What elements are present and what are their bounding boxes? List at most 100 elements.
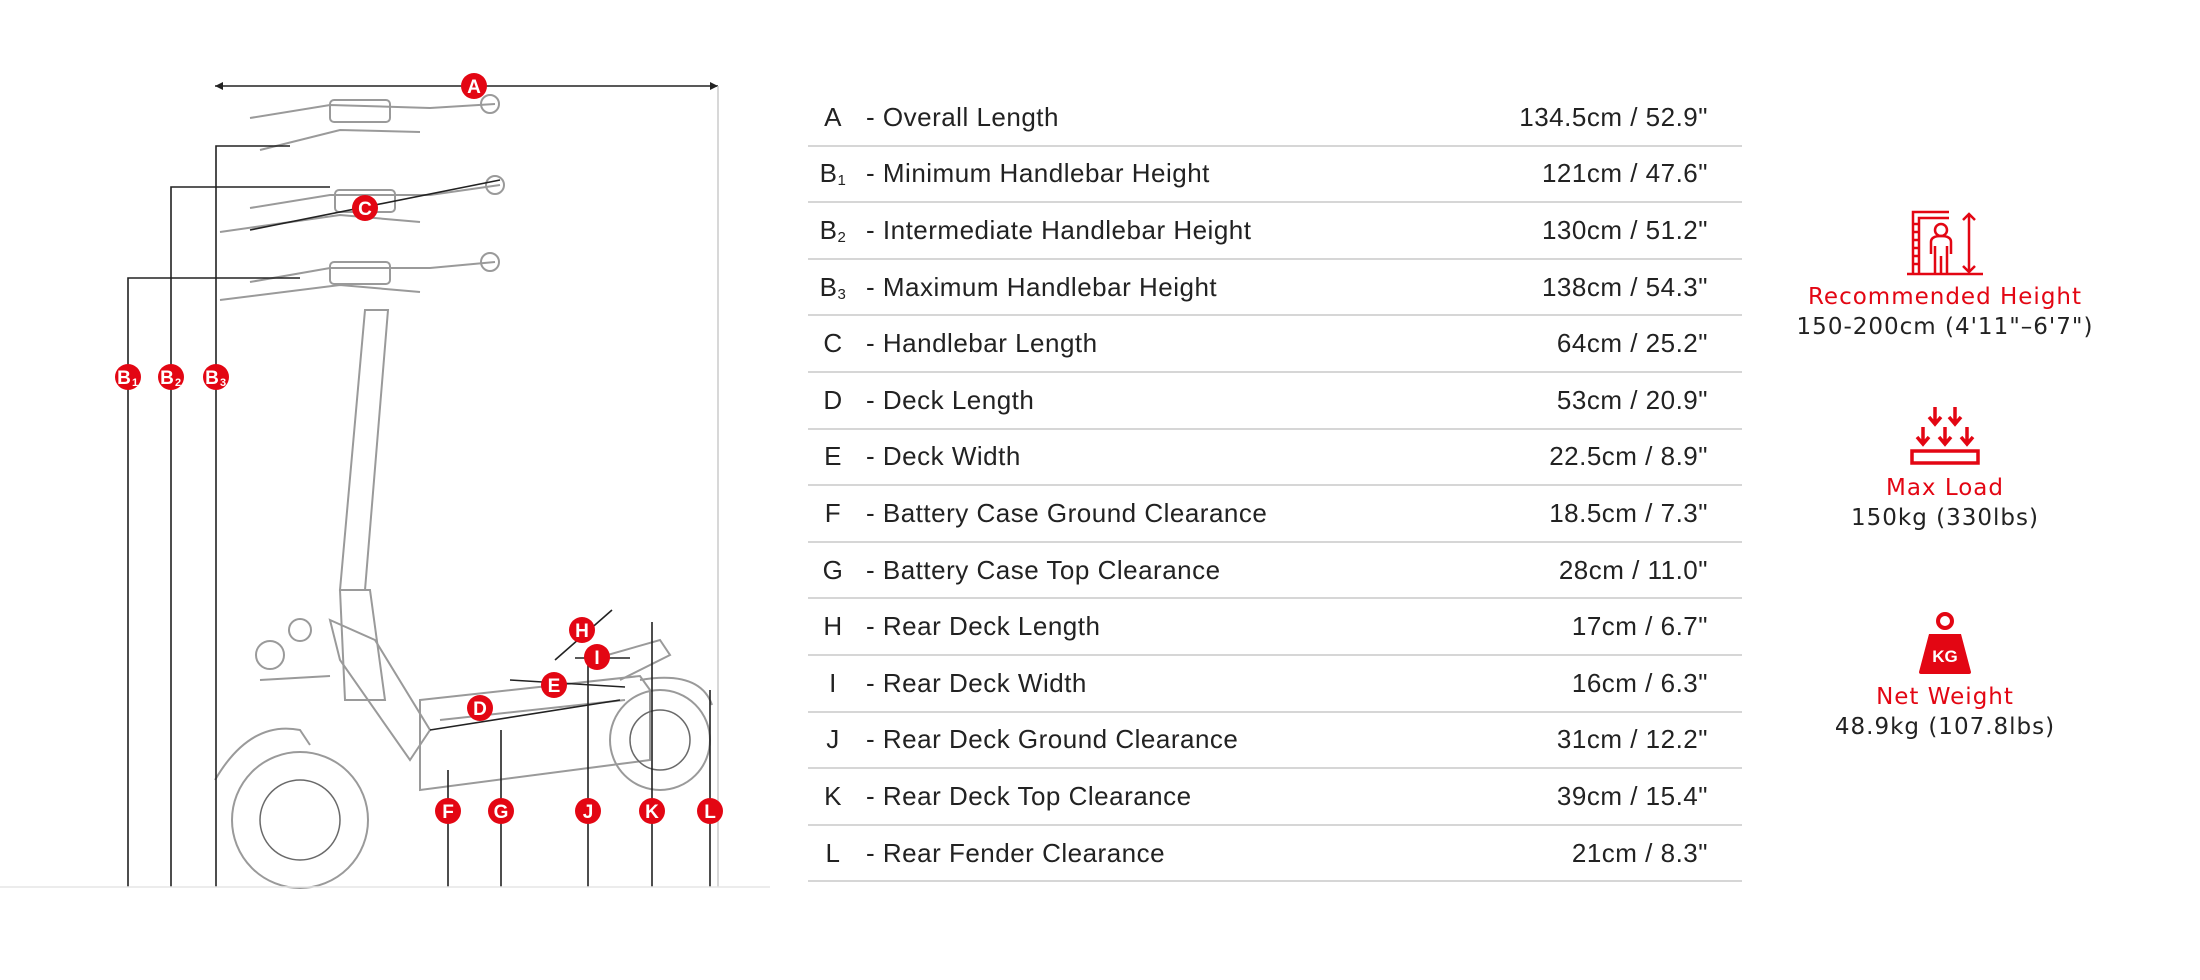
- svg-text:B: B: [117, 368, 131, 389]
- spec-code: B2: [819, 214, 847, 246]
- spec-code: I: [829, 667, 837, 698]
- spec-label: - Handlebar Length: [866, 328, 1098, 359]
- svg-text:3: 3: [220, 377, 226, 389]
- spec-code: J: [826, 724, 840, 755]
- spec-value: 21cm / 8.3": [1571, 837, 1708, 868]
- spec-value: 16cm / 6.3": [1571, 667, 1708, 698]
- marker-f: F: [435, 798, 461, 824]
- spec-row: B3 - Maximum Handlebar Height 138cm / 54.3…: [808, 260, 1742, 317]
- spec-row: J - Rear Deck Ground Clearance 31cm / 12.2…: [808, 713, 1742, 770]
- marker-g: G: [488, 798, 514, 824]
- marker-i: I: [584, 644, 610, 670]
- spec-code: D: [823, 384, 843, 415]
- feature-max-load: Max Load 150kg (330lbs): [1795, 405, 2095, 531]
- spec-label: - Rear Deck Top Clearance: [866, 780, 1192, 811]
- spec-value: 138cm / 54.3": [1541, 271, 1708, 302]
- spec-value: 39cm / 15.4": [1556, 780, 1708, 811]
- svg-text:H: H: [575, 621, 589, 642]
- spec-row: L - Rear Fender Clearance 21cm / 8.3": [808, 826, 1742, 883]
- spec-label: - Deck Length: [866, 384, 1035, 415]
- spec-code: B1: [819, 158, 847, 190]
- spec-label: - Overall Length: [866, 101, 1059, 132]
- spec-label: - Battery Case Top Clearance: [866, 554, 1221, 585]
- spec-value: 64cm / 25.2": [1556, 328, 1708, 359]
- spec-code: B3: [819, 271, 847, 303]
- spec-code: E: [824, 441, 842, 472]
- marker-k: K: [639, 798, 665, 824]
- svg-text:B: B: [160, 368, 174, 389]
- spec-label: - Rear Deck Length: [866, 611, 1101, 642]
- spec-code: A: [824, 101, 842, 132]
- marker-c: C: [352, 195, 378, 221]
- svg-text:2: 2: [175, 377, 181, 389]
- spec-code: G: [822, 554, 844, 585]
- spec-label: - Rear Deck Width: [866, 667, 1087, 698]
- spec-row: K - Rear Deck Top Clearance 39cm / 15.4": [808, 769, 1742, 826]
- dimension-lines: [0, 82, 770, 888]
- svg-text:B: B: [205, 368, 219, 389]
- spec-label: - Rear Deck Ground Clearance: [866, 724, 1239, 755]
- spec-code: F: [824, 497, 842, 528]
- spec-label: - Battery Case Ground Clearance: [866, 497, 1268, 528]
- spec-row: C - Handlebar Length 64cm / 25.2": [808, 316, 1742, 373]
- feature-title: Net Weight: [1876, 684, 2014, 710]
- marker-j: J: [575, 798, 601, 824]
- svg-text:D: D: [473, 699, 487, 720]
- spec-value: 28cm / 11.0": [1558, 554, 1708, 585]
- svg-text:C: C: [358, 199, 372, 220]
- spec-row: E - Deck Width 22.5cm / 8.9": [808, 430, 1742, 487]
- svg-text:G: G: [494, 802, 509, 823]
- feature-title: Max Load: [1885, 475, 2005, 501]
- marker-d: D: [467, 695, 493, 721]
- spec-value: 18.5cm / 7.3": [1549, 497, 1708, 528]
- spec-code: L: [825, 837, 841, 868]
- scooter-sketch: [214, 94, 713, 889]
- spec-value: 134.5cm / 52.9": [1519, 101, 1708, 132]
- marker-a: A: [461, 73, 487, 99]
- spec-row: B1 - Minimum Handlebar Height 121cm / 47.6…: [808, 147, 1742, 204]
- spec-table: A - Overall Length 134.5cm / 52.9" B1 - Mini…: [808, 90, 1742, 883]
- height-measure-icon: [1907, 210, 1983, 276]
- load-arrows-icon: [1910, 407, 1980, 465]
- spec-row: B2 - Intermediate Handlebar Height 130cm /…: [808, 203, 1742, 260]
- spec-label: - Rear Fender Clearance: [866, 837, 1166, 868]
- spec-row: I - Rear Deck Width 16cm / 6.3": [808, 656, 1742, 713]
- spec-label: - Deck Width: [866, 441, 1021, 472]
- spec-code: C: [823, 328, 843, 359]
- spec-value: 22.5cm / 8.9": [1549, 441, 1708, 472]
- spec-value: 121cm / 47.6": [1541, 158, 1708, 189]
- feature-value: 150-200cm (4'11"–6'7"): [1796, 314, 2094, 340]
- spec-row: G - Battery Case Top Clearance 28cm / 11.0…: [808, 543, 1742, 600]
- spec-row: A - Overall Length 134.5cm / 52.9": [808, 90, 1742, 147]
- spec-label: - Minimum Handlebar Height: [866, 158, 1210, 189]
- svg-text:K: K: [645, 802, 659, 823]
- svg-text:E: E: [548, 676, 561, 697]
- spec-label: - Intermediate Handlebar Height: [866, 214, 1252, 245]
- feature-recommended-height: Recommended Height 150-200cm (4'11"–6'7"…: [1795, 210, 2095, 340]
- spec-value: 31cm / 12.2": [1556, 724, 1708, 755]
- feature-value: 48.9kg (107.8lbs): [1834, 714, 2056, 740]
- marker-l: L: [697, 798, 723, 824]
- marker-e: E: [541, 672, 567, 698]
- spec-row: F - Battery Case Ground Clearance 18.5cm /…: [808, 486, 1742, 543]
- feature-value: 150kg (330lbs): [1851, 505, 2039, 531]
- feature-net-weight: KG Net Weight 48.9kg (107.8lbs): [1795, 612, 2095, 740]
- svg-text:KG: KG: [1932, 647, 1958, 666]
- svg-text:L: L: [704, 802, 716, 823]
- spec-code: K: [824, 780, 842, 811]
- spec-label: - Maximum Handlebar Height: [866, 271, 1218, 302]
- svg-text:1: 1: [132, 377, 138, 389]
- kg-weight-icon: KG: [1919, 612, 1971, 674]
- svg-text:A: A: [467, 77, 481, 98]
- feature-title: Recommended Height: [1807, 284, 2083, 310]
- marker-h: H: [569, 617, 595, 643]
- svg-text:J: J: [583, 802, 594, 823]
- spec-value: 130cm / 51.2": [1541, 214, 1708, 245]
- svg-text:I: I: [594, 648, 599, 669]
